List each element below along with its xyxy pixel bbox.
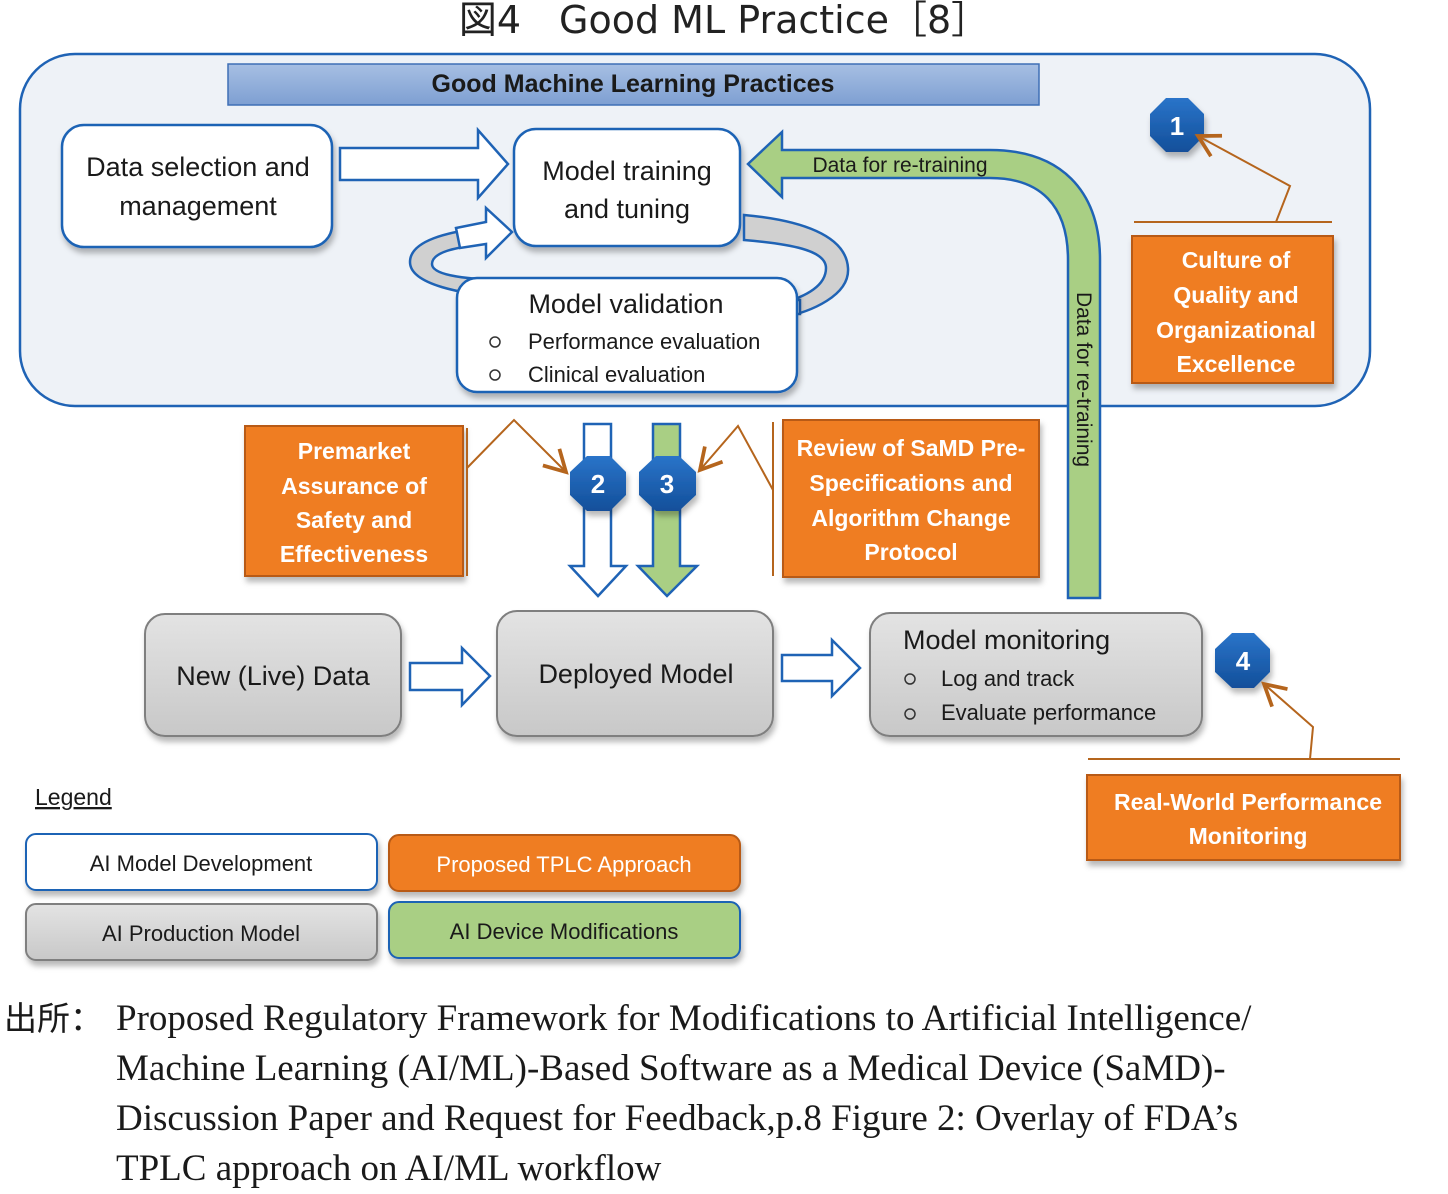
data-selection-line-2: management <box>119 191 277 221</box>
source-line-4: TPLC approach on AI/ML workflow <box>116 1148 662 1189</box>
bullet-icon <box>489 369 501 381</box>
badge-3: 3 <box>639 456 696 511</box>
badge-1-number: 1 <box>1170 111 1184 141</box>
data-selection-line-1: Data selection and <box>86 152 310 182</box>
callout-arrow-3 <box>697 424 774 491</box>
legend-title: Legend <box>35 784 112 810</box>
new-live-data-box: New (Live) Data <box>144 613 402 737</box>
culture-line-4: Excellence <box>1177 351 1296 377</box>
diagram-canvas: 図4 Good ML Practice［8］ Good Machine Lear… <box>18 0 1401 961</box>
figure-title: 図4 Good ML Practice［8］ <box>459 0 989 42</box>
badge-2: 2 <box>570 456 626 511</box>
arrow-data-to-deployed <box>408 644 492 709</box>
monitoring-item-evaluate: Evaluate performance <box>941 700 1156 725</box>
badge-1: 1 <box>1150 98 1204 152</box>
review-line-2: Specifications and <box>809 470 1012 496</box>
premarket-line-3: Safety and <box>296 507 412 533</box>
premarket-line-2: Assurance of <box>281 473 427 499</box>
culture-line-3: Organizational <box>1156 317 1316 343</box>
culture-line-2: Quality and <box>1173 282 1298 308</box>
legend-label: AI Device Modifications <box>450 919 679 944</box>
retraining-label-horizontal: Data for re-training <box>812 154 987 177</box>
review-line-1: Review of SaMD Pre- <box>797 435 1026 461</box>
badge-3-number: 3 <box>660 469 674 499</box>
callout-arrow-2 <box>466 418 569 475</box>
badge-4-number: 4 <box>1236 646 1251 676</box>
legend-label: Proposed TPLC Approach <box>436 852 691 877</box>
badge-4: 4 <box>1215 633 1270 688</box>
realworld-line-1: Real-World Performance <box>1114 789 1382 815</box>
legend-label: AI Model Development <box>90 851 313 876</box>
legend-item-tplc: Proposed TPLC Approach <box>388 834 741 892</box>
legend-item-modifications: AI Device Modifications <box>388 901 741 959</box>
review-line-4: Protocol <box>864 539 957 565</box>
culture-line-1: Culture of <box>1182 247 1291 273</box>
premarket-line-4: Effectiveness <box>280 541 428 567</box>
gmlp-header: Good Machine Learning Practices <box>432 70 835 98</box>
source-line-2: Machine Learning (AI/ML)-Based Software … <box>116 1048 1226 1089</box>
callout-realworld: Real-World Performance Monitoring <box>1086 774 1401 861</box>
gmlp-header-bar <box>227 63 1040 106</box>
source-line-1: Proposed Regulatory Framework for Modifi… <box>116 998 1252 1039</box>
validation-item-clinical: Clinical evaluation <box>528 362 705 387</box>
review-line-3: Algorithm Change <box>811 505 1010 531</box>
model-training-box: Model training and tuning <box>512 127 742 248</box>
source-caption: 出所： Proposed Regulatory Framework for Mo… <box>4 994 1444 1194</box>
model-validation-box: Model validation Performance evaluation … <box>455 276 799 394</box>
monitoring-item-log: Log and track <box>941 666 1075 691</box>
realworld-line-2: Monitoring <box>1189 823 1308 849</box>
data-selection-box: Data selection and management <box>60 123 334 249</box>
model-validation-title: Model validation <box>528 289 723 319</box>
arrow-deployed-to-monitoring <box>780 636 862 700</box>
legend-item-production: AI Production Model <box>25 903 378 961</box>
validation-item-performance: Performance evaluation <box>528 329 760 354</box>
legend-label: AI Production Model <box>102 921 300 946</box>
model-monitoring-title: Model monitoring <box>903 625 1110 655</box>
bullet-icon <box>489 336 501 348</box>
badge-2-number: 2 <box>591 469 605 499</box>
callout-arrow-1 <box>1194 133 1292 223</box>
retraining-label-vertical: Data for re-training <box>1072 292 1095 467</box>
deployed-model-label: Deployed Model <box>538 659 733 689</box>
model-monitoring-box: Model monitoring Log and track Evaluate … <box>869 612 1203 737</box>
new-live-data-label: New (Live) Data <box>176 661 371 691</box>
retraining-arrow: Data for re-training Data for re-trainin… <box>746 129 1102 600</box>
premarket-line-1: Premarket <box>298 438 411 464</box>
arrow-selection-to-training <box>338 126 510 202</box>
model-training-line-1: Model training <box>542 156 712 186</box>
bullet-icon <box>904 708 916 720</box>
callout-premarket: Premarket Assurance of Safety and Effect… <box>244 425 464 577</box>
callout-review: Review of SaMD Pre- Specifications and A… <box>782 419 1040 578</box>
callout-arrow-4 <box>1261 681 1315 760</box>
model-training-line-2: and tuning <box>564 194 690 224</box>
legend-item-development: AI Model Development <box>25 833 378 891</box>
source-prefix: 出所： <box>4 999 103 1038</box>
callout-culture: Culture of Quality and Organizational Ex… <box>1131 235 1334 384</box>
deployed-model-box: Deployed Model <box>496 610 774 737</box>
source-line-3: Discussion Paper and Request for Feedbac… <box>116 1098 1239 1139</box>
bullet-icon <box>904 673 916 685</box>
